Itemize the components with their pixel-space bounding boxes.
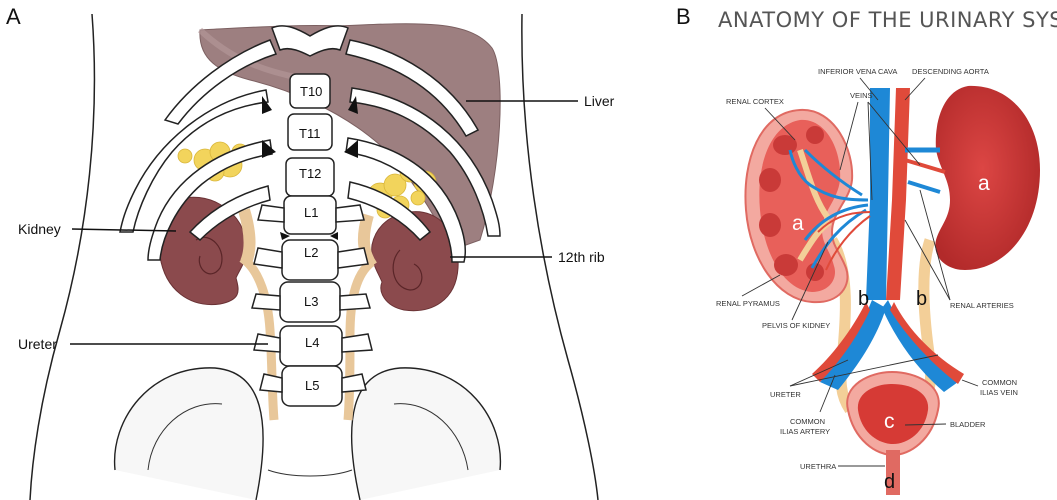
label-renal-arteries: RENAL ARTERIES bbox=[950, 301, 1014, 310]
marker-a-left: a bbox=[792, 212, 804, 235]
panel-a-illustration: T10 T11 T12 L1 L2 L3 L4 L5 Liver Kidney … bbox=[18, 14, 615, 500]
vertebra-label-l3: L3 bbox=[304, 294, 318, 309]
label-ureter-b: URETER bbox=[770, 390, 801, 399]
vertebra-label-l1: L1 bbox=[304, 205, 318, 220]
label-kidney: Kidney bbox=[18, 221, 61, 237]
label-renal-cortex: RENAL CORTEX bbox=[726, 97, 784, 106]
marker-a-right: a bbox=[978, 172, 990, 195]
label-veins: VEINS bbox=[850, 91, 873, 100]
pelvis-right bbox=[352, 368, 501, 500]
label-pelvis-of-kidney: PELVIS OF KIDNEY bbox=[762, 321, 830, 330]
label-common-iliac-artery-1: COMMON bbox=[790, 417, 825, 426]
pelvis-left bbox=[115, 368, 264, 500]
vertebra-label-t12: T12 bbox=[299, 166, 321, 181]
label-urethra: URETHRA bbox=[800, 462, 836, 471]
label-common-iliac-vein-1: COMMON bbox=[982, 378, 1017, 387]
vertebra-label-l2: L2 bbox=[304, 245, 318, 260]
label-ivc: INFERIOR VENA CAVA bbox=[818, 67, 897, 76]
marker-d: d bbox=[884, 471, 895, 493]
vertebra-label-t11: T11 bbox=[299, 126, 320, 141]
vertebra-label-l5: L5 bbox=[305, 378, 319, 393]
body-outline bbox=[30, 14, 94, 500]
marker-b-right: b bbox=[916, 288, 927, 310]
vertebra-label-t10: T10 bbox=[300, 84, 322, 99]
label-liver: Liver bbox=[584, 93, 615, 109]
label-common-iliac-vein-2: ILIAS VEIN bbox=[980, 388, 1018, 397]
label-renal-pyramus: RENAL PYRAMUS bbox=[716, 299, 780, 308]
label-common-iliac-artery-2: ILIAS ARTERY bbox=[780, 427, 830, 436]
descending-aorta bbox=[886, 88, 910, 300]
vertebra-label-l4: L4 bbox=[305, 335, 319, 350]
panel-b-illustration: INFERIOR VENA CAVA DESCENDING AORTA RENA… bbox=[716, 67, 1040, 495]
label-bladder: BLADDER bbox=[950, 420, 986, 429]
label-ureter: Ureter bbox=[18, 336, 57, 352]
marker-c: c bbox=[884, 410, 895, 433]
marker-b-left: b bbox=[858, 288, 869, 310]
label-aorta: DESCENDING AORTA bbox=[912, 67, 989, 76]
label-12th-rib: 12th rib bbox=[558, 249, 605, 265]
inferior-vena-cava bbox=[866, 88, 890, 300]
